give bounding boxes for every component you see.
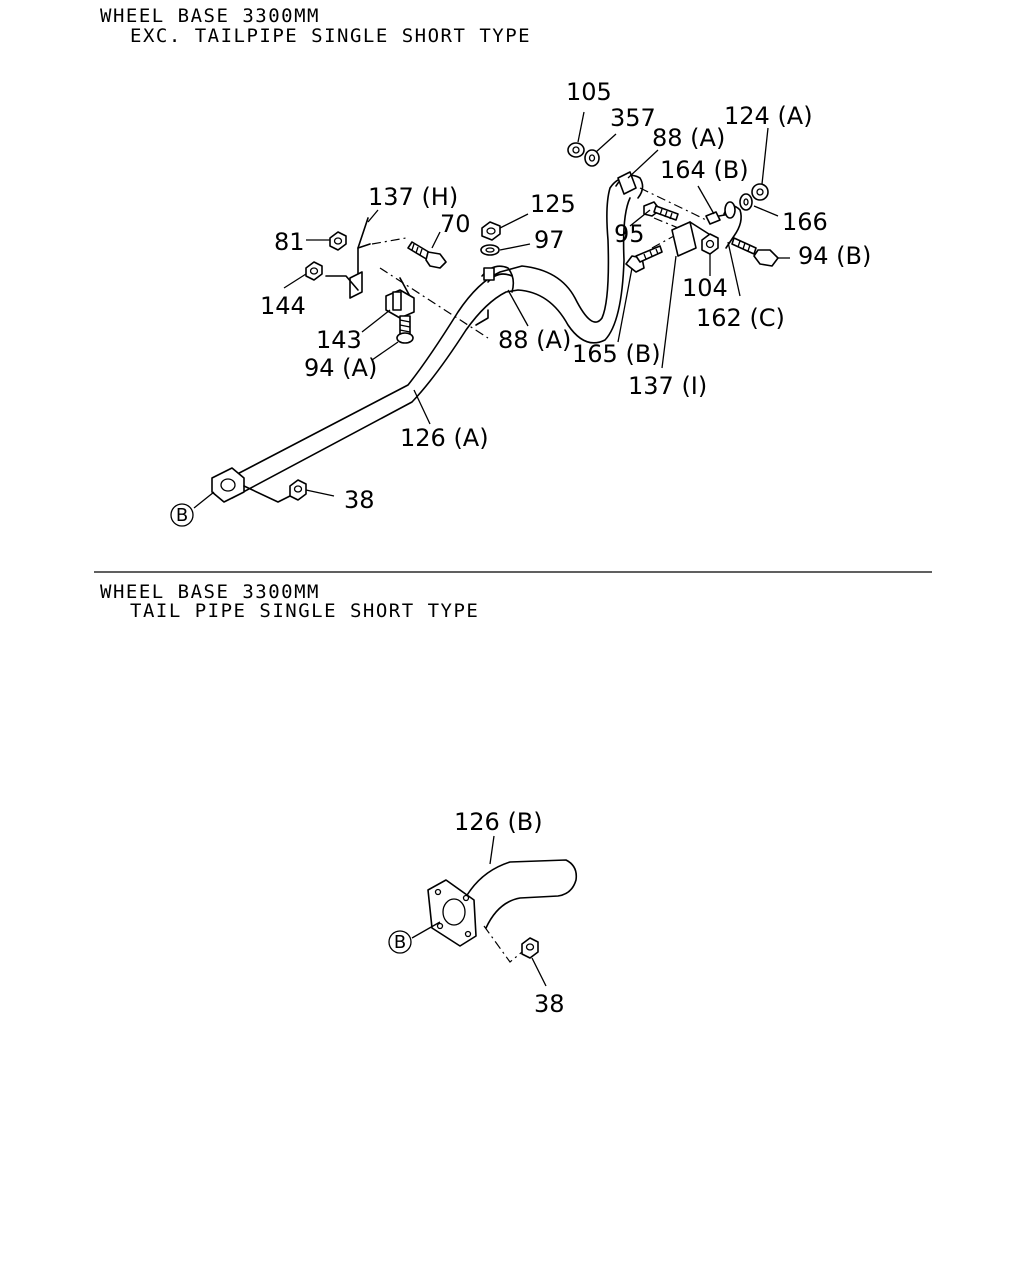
washer-357 bbox=[584, 149, 600, 167]
bolt-70 bbox=[407, 241, 447, 269]
clamp-88a-top bbox=[615, 171, 644, 199]
tail-pipe-126b bbox=[427, 859, 578, 963]
label-166: 166 bbox=[782, 208, 828, 236]
nut-38-lower bbox=[521, 937, 539, 959]
label-126b: 126 (B) bbox=[454, 808, 543, 836]
hanger-162c bbox=[723, 201, 742, 249]
clamp-143 bbox=[385, 289, 415, 319]
nut-105 bbox=[567, 142, 585, 158]
label-105: 105 bbox=[566, 78, 612, 106]
bolt-94b bbox=[731, 237, 779, 267]
label-143: 143 bbox=[316, 326, 362, 354]
label-126a: 126 (A) bbox=[400, 424, 489, 452]
leader-lines-section1 bbox=[193, 111, 790, 509]
label-88a-middle: 88 (A) bbox=[498, 326, 571, 354]
exhaust-pipe-126a bbox=[211, 176, 631, 503]
connector-b-marker-upper bbox=[170, 503, 194, 527]
section2-subtitle: TAIL PIPE SINGLE SHORT TYPE bbox=[130, 600, 479, 622]
nut-104 bbox=[701, 233, 719, 255]
section2-title: WHEEL BASE 3300MM bbox=[100, 581, 320, 603]
washer-166 bbox=[739, 193, 753, 211]
label-94a: 94 (A) bbox=[304, 354, 377, 382]
nut-124a bbox=[751, 183, 769, 201]
label-137h: 137 (H) bbox=[368, 183, 458, 211]
label-104: 104 bbox=[682, 274, 728, 302]
label-164b: 164 (B) bbox=[660, 156, 749, 184]
clamp-88a-middle bbox=[481, 265, 515, 293]
label-162c: 162 (C) bbox=[696, 304, 785, 332]
label-144: 144 bbox=[260, 292, 306, 320]
connector-b-label-lower: B bbox=[394, 932, 406, 953]
label-94b: 94 (B) bbox=[798, 242, 871, 270]
nut-144 bbox=[305, 261, 323, 281]
section1-subtitle: EXC. TAILPIPE SINGLE SHORT TYPE bbox=[130, 25, 531, 47]
bolt-95 bbox=[643, 201, 679, 221]
label-357: 357 bbox=[610, 104, 656, 132]
label-38-lower: 38 bbox=[534, 990, 565, 1018]
rubber-164b bbox=[705, 211, 721, 225]
section1-title: WHEEL BASE 3300MM bbox=[100, 5, 320, 27]
bolt-94a bbox=[396, 315, 414, 344]
connector-b-label-upper: B bbox=[176, 505, 188, 526]
leader-lines-section2 bbox=[411, 835, 547, 987]
label-88a-top: 88 (A) bbox=[652, 124, 725, 152]
label-70: 70 bbox=[440, 210, 471, 238]
label-38-upper: 38 bbox=[344, 486, 375, 514]
label-137i: 137 (I) bbox=[628, 372, 707, 400]
bolt-165b bbox=[625, 245, 663, 273]
label-165b: 165 (B) bbox=[572, 340, 661, 368]
label-125: 125 bbox=[530, 190, 576, 218]
label-124a: 124 (A) bbox=[724, 102, 813, 130]
connector-b-marker-lower bbox=[388, 930, 412, 954]
label-97: 97 bbox=[534, 226, 565, 254]
nut-38-upper bbox=[289, 479, 307, 501]
washer-97 bbox=[480, 244, 500, 256]
nut-81 bbox=[329, 231, 347, 251]
bracket-137h bbox=[325, 217, 489, 339]
nut-125 bbox=[481, 221, 501, 241]
label-95: 95 bbox=[614, 220, 645, 248]
label-81: 81 bbox=[274, 228, 305, 256]
